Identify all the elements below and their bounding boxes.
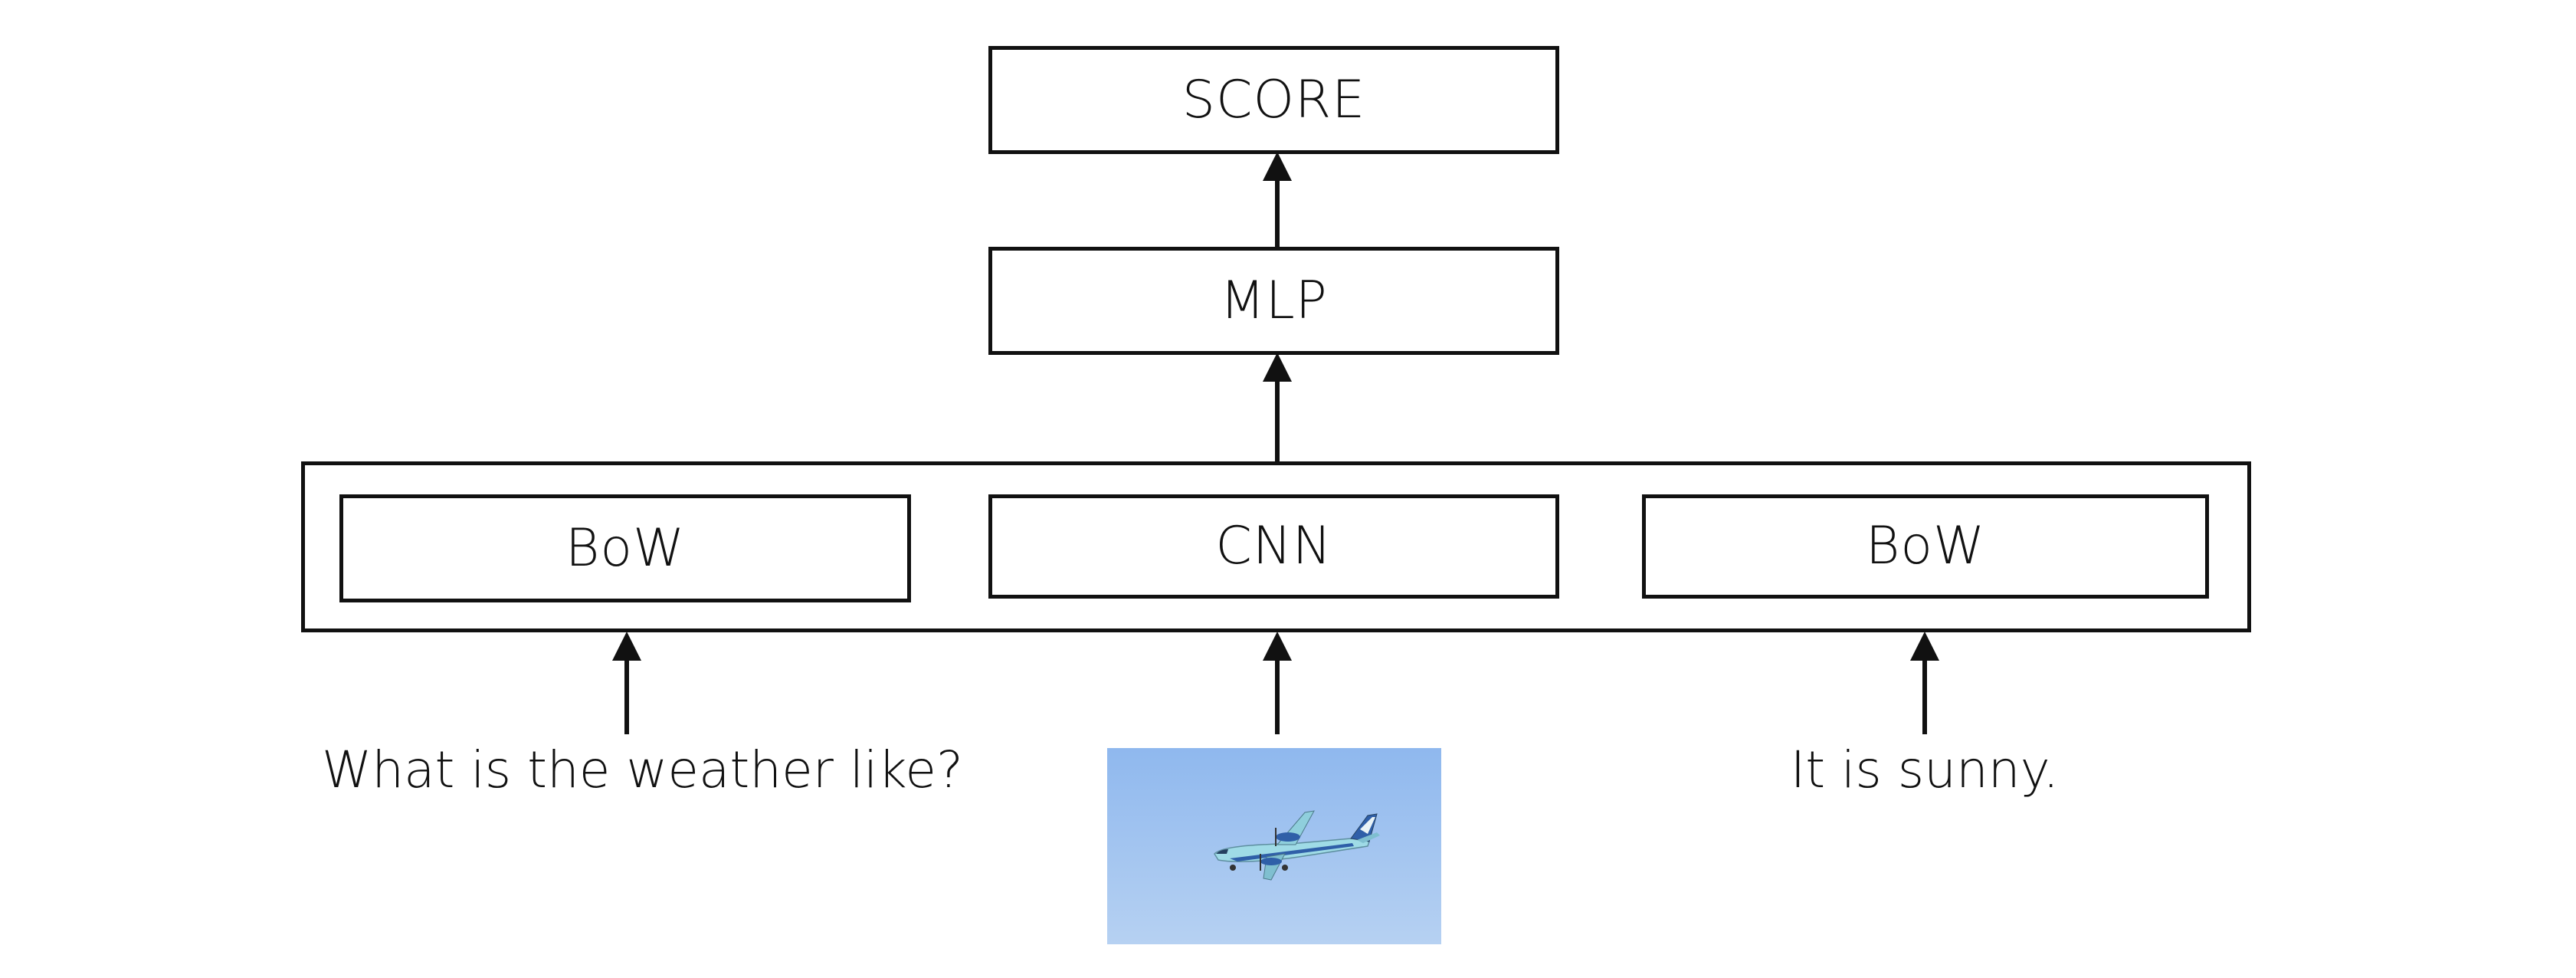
question-bow-box: BoW [339,494,911,602]
mlp-label: MLP [1220,270,1328,331]
answer-text: It is sunny. [1790,740,2060,799]
airplane-photo [1107,748,1441,944]
arrow-image-to-cnn [1263,632,1292,734]
score-label: SCORE [1181,69,1366,130]
answer-bow-box: BoW [1642,494,2209,599]
arrow-encoders-to-mlp [1263,353,1292,463]
airplane-icon [1214,810,1380,881]
cnn-label: CNN [1215,516,1332,576]
answer-bow-label: BoW [1865,516,1986,576]
encoder-group [301,461,2251,632]
arrow-answer-to-bow [1910,632,1939,734]
question-text: What is the weather like? [322,740,964,799]
question-bow-label: BoW [565,517,686,579]
arrow-mlp-to-score [1263,152,1292,248]
cnn-box: CNN [988,494,1559,599]
mlp-box: MLP [988,247,1559,355]
arrow-question-to-bow [612,632,641,734]
score-box: SCORE [988,46,1559,154]
